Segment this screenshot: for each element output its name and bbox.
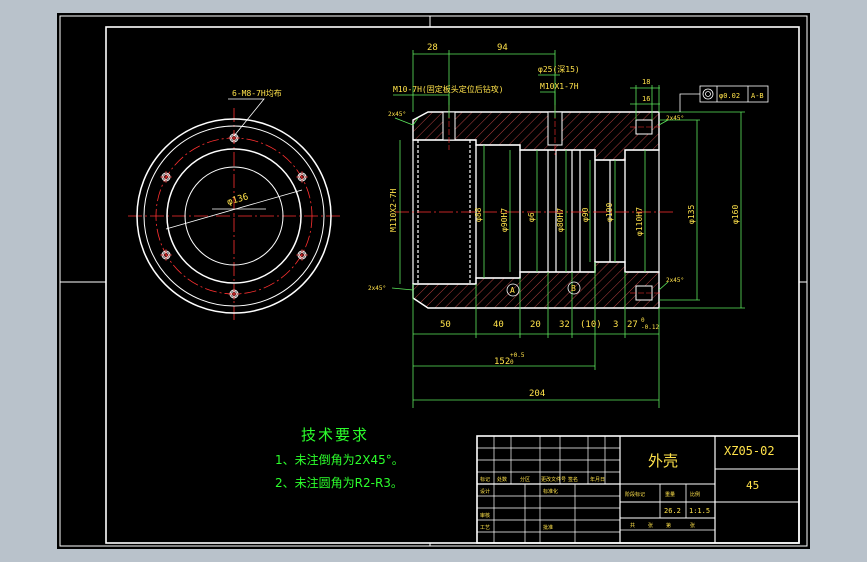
len-204: 204	[529, 389, 545, 399]
label-sheet-total: 共	[630, 522, 635, 529]
label-sheet-total-suffix: 张	[648, 522, 653, 529]
flange-outer-circle	[136, 118, 332, 314]
drawing-number: XZ05-02	[724, 444, 775, 458]
weight-value: 26.2	[664, 507, 681, 515]
head-sign: 签名	[568, 476, 578, 483]
pcd-leader	[165, 189, 303, 230]
dim-18: 18	[642, 78, 650, 86]
section-view: A B φ0.02 A-B 28 94 18 16 M10-7H(固定板头定位后…	[368, 43, 769, 408]
label-approve: 批准	[543, 524, 553, 531]
len-40: 40	[493, 320, 504, 330]
bore-110h7: φ110H7	[635, 207, 644, 236]
label-stage: 阶段标记	[625, 491, 645, 498]
drawing-sheet	[57, 13, 810, 549]
dia-25-label: φ25(深15)	[538, 65, 580, 74]
len-27: 27	[627, 320, 638, 330]
len-152-tol-lower: 0	[510, 359, 514, 366]
dim-16: 16	[642, 95, 650, 103]
od-160: φ160	[731, 205, 740, 224]
label-design: 设计	[480, 488, 490, 495]
datum-b-label: B	[571, 284, 576, 293]
len-32: 32	[559, 320, 570, 330]
len-152: 152	[494, 357, 510, 367]
scale-value: 1:1.5	[689, 507, 710, 515]
outer-border	[59, 15, 808, 547]
len-20: 20	[530, 320, 541, 330]
chamfer-top-left: 2x45°	[388, 111, 406, 118]
hole-note-leader	[228, 98, 265, 137]
label-sheet-no-suffix: 张	[690, 522, 695, 529]
dim-94: 94	[497, 43, 508, 53]
len-3: 3	[613, 320, 618, 330]
bore-80h7: φ80H7	[556, 208, 565, 232]
bore-88: φ88	[474, 207, 483, 222]
dim-28: 28	[427, 43, 438, 53]
tolerance-value: φ0.02	[719, 92, 740, 100]
datum-markers	[506, 281, 581, 297]
label-sheet-no: 第	[666, 522, 671, 529]
flange-second-circle	[143, 125, 325, 307]
tolerance-datum: A-B	[751, 92, 764, 100]
bore-100: φ100	[605, 203, 614, 222]
tech-req-line-2: 2、未注圆角为R2-R3。	[275, 476, 403, 490]
od-135: φ135	[687, 205, 696, 224]
len-50: 50	[440, 320, 451, 330]
bolt-hole-cross-marks	[160, 132, 308, 300]
label-standardize: 标准化	[543, 488, 558, 495]
centering-marks	[60, 16, 807, 546]
hole-note-label: 6-M8-7H均布	[232, 88, 282, 98]
bore-6: φ6	[527, 212, 536, 222]
label-process: 工艺	[480, 525, 490, 531]
technical-requirements: 技术要求 1、未注倒角为2X45°。 2、未注圆角为R2-R3。	[275, 424, 404, 491]
datum-a-label: A	[510, 286, 515, 295]
tech-req-line-1: 1、未注倒角为2X45°。	[275, 453, 404, 467]
thread-m110: M110X2-7H	[389, 188, 398, 232]
head-change: 更改文件号	[541, 476, 566, 483]
part-name: 外壳	[648, 452, 678, 470]
bore-circle-inner	[184, 166, 284, 266]
label-weight: 重量	[665, 491, 675, 498]
tech-req-title: 技术要求	[301, 426, 370, 444]
dimension-lines	[391, 50, 745, 408]
bore-90h7: φ90H7	[500, 208, 509, 232]
inner-border	[105, 26, 800, 544]
len-27-tol-upper: 0	[641, 317, 645, 324]
end-view: 6-M8-7H均布 φ136	[128, 88, 342, 322]
material: 45	[746, 479, 759, 492]
head-mark: 标记	[480, 476, 490, 483]
head-zone: 分区	[520, 476, 530, 483]
head-count: 处数	[497, 476, 507, 483]
thread-label-left: M10-7H(固定板头定位后钻攻)	[393, 84, 504, 94]
chamfer-bottom-left: 2x45°	[368, 285, 386, 292]
len-10: (10)	[580, 320, 602, 330]
len-27-tol-lower: -0.12	[641, 324, 659, 331]
chamfer-bottom-right: 2x45°	[666, 277, 684, 284]
label-scale: 比例	[690, 491, 700, 498]
bore-90: φ90	[581, 207, 590, 222]
label-review: 审核	[480, 512, 490, 519]
thread-label-right: M10X1-7H	[540, 82, 579, 91]
bore-circle-outer	[166, 148, 302, 284]
chamfer-top-right: 2x45°	[666, 115, 684, 122]
len-152-tol-upper: +0.5	[510, 352, 525, 359]
tolerance-frame	[679, 85, 769, 112]
head-date: 年月日	[590, 476, 605, 483]
title-block	[476, 435, 800, 544]
